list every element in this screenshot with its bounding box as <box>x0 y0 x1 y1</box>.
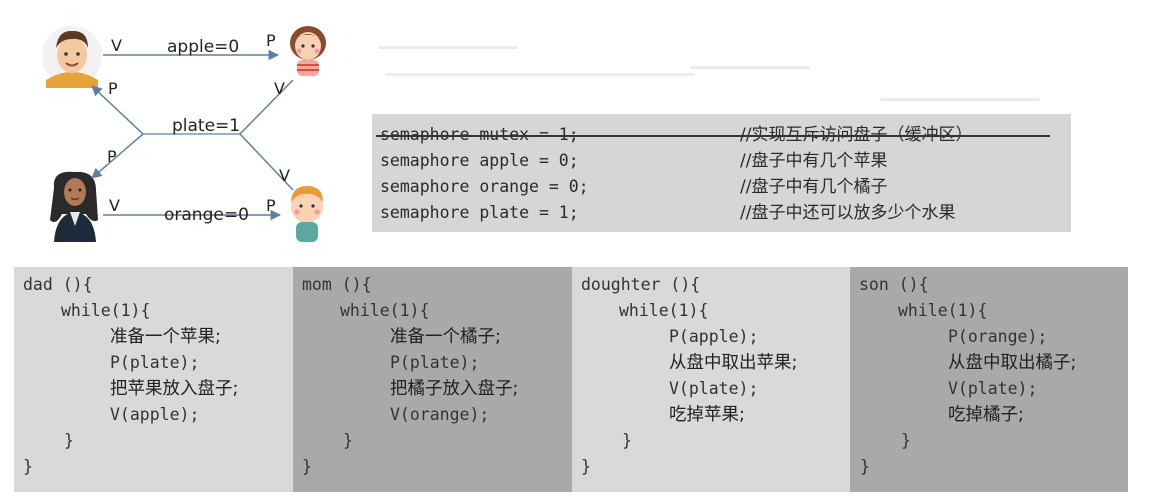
code-line: while(1){ <box>340 301 430 320</box>
son-code-panel: son (){ while(1){ P(orange); 从盘中取出橘子; V(… <box>850 267 1128 492</box>
code-line: } <box>622 431 632 450</box>
code-line: V(plate); <box>948 379 1038 398</box>
code-line: 准备一个橘子; <box>390 327 501 347</box>
semaphore-comment: //盘子中有几个橘子 <box>740 177 888 197</box>
code-line: V(plate); <box>669 379 759 398</box>
mom-code-panel: mom (){ while(1){ 准备一个橘子; P(plate); 把橘子放… <box>293 267 572 492</box>
code-line: } <box>64 431 74 450</box>
semaphore-line: semaphore plate = 1; //盘子中还可以放多少个水果 <box>380 200 955 226</box>
plate-label: plate=1 <box>172 116 240 136</box>
code-line: } <box>23 457 33 476</box>
mutex-strikethrough <box>376 135 1050 137</box>
semaphore-decl: semaphore apple = 0; <box>380 151 579 170</box>
apple-label: apple=0 <box>167 37 239 57</box>
semaphore-line: semaphore apple = 0; //盘子中有几个苹果 <box>380 148 887 174</box>
semaphore-decl: semaphore orange = 0; <box>380 177 589 196</box>
code-line: 把橘子放入盘子; <box>390 379 519 399</box>
semaphore-comment: //盘子中有几个苹果 <box>740 151 888 171</box>
code-line: } <box>860 457 870 476</box>
son-to-plate-v-label: V <box>279 166 290 185</box>
code-line: V(apple); <box>110 405 200 424</box>
code-line: P(plate); <box>390 353 480 372</box>
plate-to-mom-p-label: P <box>107 147 117 166</box>
orange-label: orange=0 <box>164 205 249 225</box>
faint-decoration <box>385 73 695 76</box>
semaphore-line: semaphore orange = 0; //盘子中有几个橘子 <box>380 174 887 200</box>
code-line: while(1){ <box>61 301 151 320</box>
producer-consumer-diagram: apple=0 plate=1 orange=0 V P P V P V V P <box>42 26 326 242</box>
code-line: } <box>901 431 911 450</box>
dad-code-panel: dad (){ while(1){ 准备一个苹果; P(plate); 把苹果放… <box>14 267 293 492</box>
daughter-code-panel: doughter (){ while(1){ P(apple); 从盘中取出苹果… <box>572 267 850 492</box>
code-line: while(1){ <box>619 301 709 320</box>
code-line: V(orange); <box>390 405 490 424</box>
code-line: P(plate); <box>110 353 200 372</box>
mom-avatar <box>50 171 98 242</box>
code-line: 吃掉苹果; <box>669 405 745 425</box>
daughter-to-plate-arrow <box>239 79 294 135</box>
son-to-plate-arrow <box>239 133 294 191</box>
faint-decoration <box>880 98 1040 101</box>
faint-decoration <box>378 46 518 49</box>
semaphore-line: semaphore mutex = 1; //实现互斥访问盘子（缓冲区） <box>380 122 972 148</box>
son-orange-p-label: P <box>266 196 276 215</box>
code-line: P(orange); <box>948 327 1048 346</box>
code-line: P(apple); <box>669 327 759 346</box>
code-line: } <box>302 457 312 476</box>
code-line: doughter (){ <box>581 275 701 294</box>
daughter-avatar <box>290 26 326 76</box>
plate-to-dad-p-label: P <box>108 79 118 98</box>
son-avatar <box>291 186 323 242</box>
code-line: 把苹果放入盘子; <box>110 379 239 399</box>
code-line: dad (){ <box>23 275 93 294</box>
dad-avatar <box>42 26 102 88</box>
code-line: 从盘中取出苹果; <box>669 353 798 373</box>
code-line: 吃掉橘子; <box>948 405 1024 425</box>
semaphore-comment: //盘子中还可以放多少个水果 <box>740 203 956 223</box>
semaphore-decl: semaphore mutex = 1; <box>380 125 579 144</box>
faint-decoration <box>690 66 810 69</box>
plate-to-dad-arrow <box>91 85 144 135</box>
daughter-apple-p-label: P <box>266 31 276 50</box>
code-line: } <box>343 431 353 450</box>
dad-apple-v-label: V <box>111 36 122 55</box>
code-line: mom (){ <box>302 275 372 294</box>
daughter-to-plate-v-label: V <box>274 79 285 98</box>
mom-orange-v-label: V <box>109 196 120 215</box>
semaphore-definitions: semaphore mutex = 1; //实现互斥访问盘子（缓冲区） sem… <box>372 114 1071 232</box>
code-line: 从盘中取出橘子; <box>948 353 1077 373</box>
code-line: 准备一个苹果; <box>110 327 221 347</box>
semaphore-decl: semaphore plate = 1; <box>380 203 579 222</box>
code-line: } <box>581 457 591 476</box>
code-line: while(1){ <box>898 301 988 320</box>
code-line: son (){ <box>859 275 929 294</box>
plate-to-mom-arrow <box>91 133 144 179</box>
